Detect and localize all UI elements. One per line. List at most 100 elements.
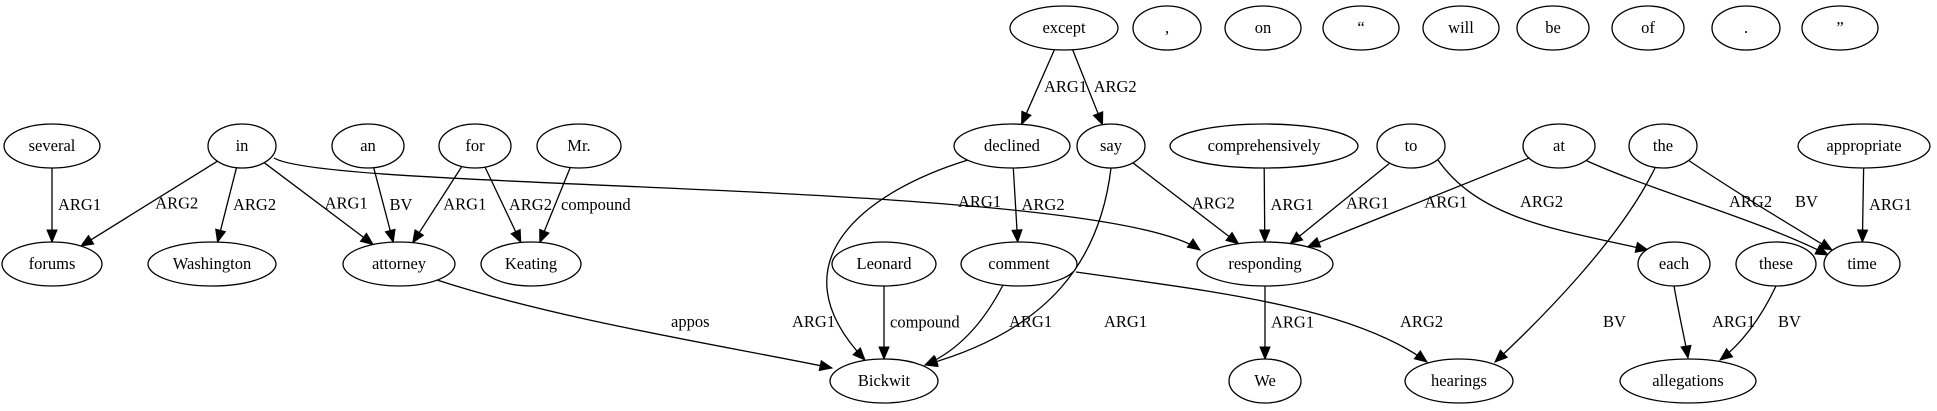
node-of: of [1611, 5, 1685, 51]
node-the: the [1628, 123, 1698, 169]
node-leonard-label: Leonard [857, 254, 913, 273]
edge-mr-keating-arrowhead [539, 228, 550, 244]
node-leonard: Leonard [831, 241, 937, 287]
node-comment-shape [960, 241, 1078, 287]
node-comma-label: , [1165, 18, 1169, 37]
edge-comprehensively-responding: ARG1 [1258, 167, 1314, 244]
edge-except-say-line [1072, 49, 1104, 125]
node-these-label: these [1759, 254, 1793, 273]
node-appropriate: appropriate [1797, 123, 1931, 169]
edge-to-responding-label: ARG1 [1346, 193, 1389, 212]
edge-at-time-line [1584, 159, 1829, 256]
node-period-shape [1711, 5, 1781, 51]
node-say: say [1076, 123, 1146, 169]
edge-in-washington-label: ARG2 [233, 195, 276, 214]
edge-responding-we: ARG1 [1259, 286, 1314, 361]
edge-attorney-bickwit-label: appos [671, 312, 710, 331]
edge-comment-bickwit: ARG1 [923, 284, 1052, 366]
node-will-shape [1422, 5, 1500, 51]
edge-the-time: BV [1687, 159, 1834, 251]
node-an-shape [331, 123, 405, 169]
node-these-shape [1735, 241, 1817, 287]
edge-say-bickwit-line [924, 167, 1112, 366]
node-keating-shape [480, 241, 582, 287]
edge-these-allegations-label: BV [1778, 312, 1801, 331]
edge-for-keating-label: ARG2 [509, 195, 552, 214]
edge-at-responding-arrowhead [1306, 236, 1322, 248]
edge-in-responding-arrowhead [1186, 238, 1202, 251]
node-mr: Mr. [536, 123, 622, 169]
edge-comprehensively-responding-arrowhead [1258, 229, 1271, 244]
node-responding-label: responding [1228, 254, 1301, 273]
edge-an-attorney-arrowhead [384, 228, 396, 244]
node-leonard-shape [831, 241, 937, 287]
node-period: . [1711, 5, 1781, 51]
edge-responding-we-arrowhead [1259, 346, 1271, 361]
edge-the-hearings-line [1494, 167, 1656, 363]
edge-declined-comment-label: ARG2 [1022, 195, 1065, 214]
edge-in-forums-label: ARG2 [155, 194, 198, 213]
edge-mr-keating-label: compound [561, 195, 631, 214]
node-for-shape [438, 123, 512, 169]
edge-in-washington: ARG2 [215, 167, 276, 244]
edge-in-forums-arrowhead [79, 234, 95, 247]
edge-for-keating-line [484, 166, 522, 243]
node-these: these [1735, 241, 1817, 287]
edge-declined-comment-arrowhead [1011, 229, 1023, 244]
node-in: in [207, 123, 277, 169]
node-for-label: for [465, 136, 485, 155]
node-each-shape [1637, 241, 1711, 287]
node-declined-shape [953, 123, 1071, 169]
node-to-label: to [1405, 136, 1418, 155]
node-keating: Keating [480, 241, 582, 287]
node-allegations-shape [1619, 358, 1757, 404]
edge-these-allegations-arrowhead [1718, 347, 1734, 361]
node-to-shape [1376, 123, 1446, 169]
node-attorney-shape [342, 241, 456, 287]
edge-except-declined-label: ARG1 [1044, 77, 1087, 96]
edge-in-attorney-label: ARG1 [325, 194, 368, 213]
edge-say-responding-line [1132, 162, 1239, 245]
edge-comment-bickwit-label: ARG1 [1009, 312, 1052, 331]
node-on-label: on [1255, 18, 1272, 37]
node-comment: comment [960, 241, 1078, 287]
edge-each-allegations-arrowhead [1680, 344, 1692, 360]
edge-several-forums: ARG1 [46, 168, 101, 244]
edge-leonard-bickwit-label: compound [890, 313, 960, 332]
node-on-shape [1224, 5, 1302, 51]
node-hearings: hearings [1404, 358, 1514, 404]
node-comprehensively-label: comprehensively [1208, 136, 1321, 155]
edge-the-time-line [1687, 159, 1833, 251]
node-responding-shape [1196, 241, 1334, 287]
node-say-shape [1076, 123, 1146, 169]
edge-in-responding-line [273, 157, 1201, 251]
edge-mr-keating: compound [539, 167, 631, 244]
edge-at-responding-line [1307, 157, 1530, 248]
node-of-label: of [1641, 18, 1655, 37]
edge-responding-we-label: ARG1 [1271, 313, 1314, 332]
node-for: for [438, 123, 512, 169]
edge-except-declined: ARG1 [1020, 49, 1087, 126]
edge-in-washington-arrowhead [215, 228, 227, 244]
edge-appropriate-time-label: ARG1 [1869, 195, 1912, 214]
edge-except-declined-arrowhead [1021, 110, 1032, 126]
node-bickwit: Bickwit [829, 358, 939, 404]
node-comma-shape [1132, 5, 1202, 51]
edge-in-attorney: ARG1 [263, 162, 375, 246]
node-washington-shape [147, 241, 277, 287]
edge-leonard-bickwit-arrowhead [878, 346, 890, 361]
edge-to-each-arrowhead [1634, 241, 1650, 253]
edge-except-declined-line [1020, 49, 1056, 125]
edge-the-hearings-arrowhead [1494, 349, 1509, 363]
edge-for-attorney: ARG1 [412, 166, 486, 244]
edge-at-time-arrowhead [1814, 244, 1830, 256]
edge-comment-hearings-line [1075, 271, 1428, 363]
edge-at-time: ARG2 [1584, 159, 1830, 256]
edge-attorney-bickwit-line [436, 279, 833, 369]
node-appropriate-shape [1797, 123, 1931, 169]
node-forums-shape [1, 241, 103, 287]
node-hearings-label: hearings [1431, 371, 1487, 390]
edge-to-responding-line [1289, 162, 1391, 245]
node-lquote: “ [1322, 5, 1400, 51]
edge-except-say-arrowhead [1092, 110, 1104, 126]
